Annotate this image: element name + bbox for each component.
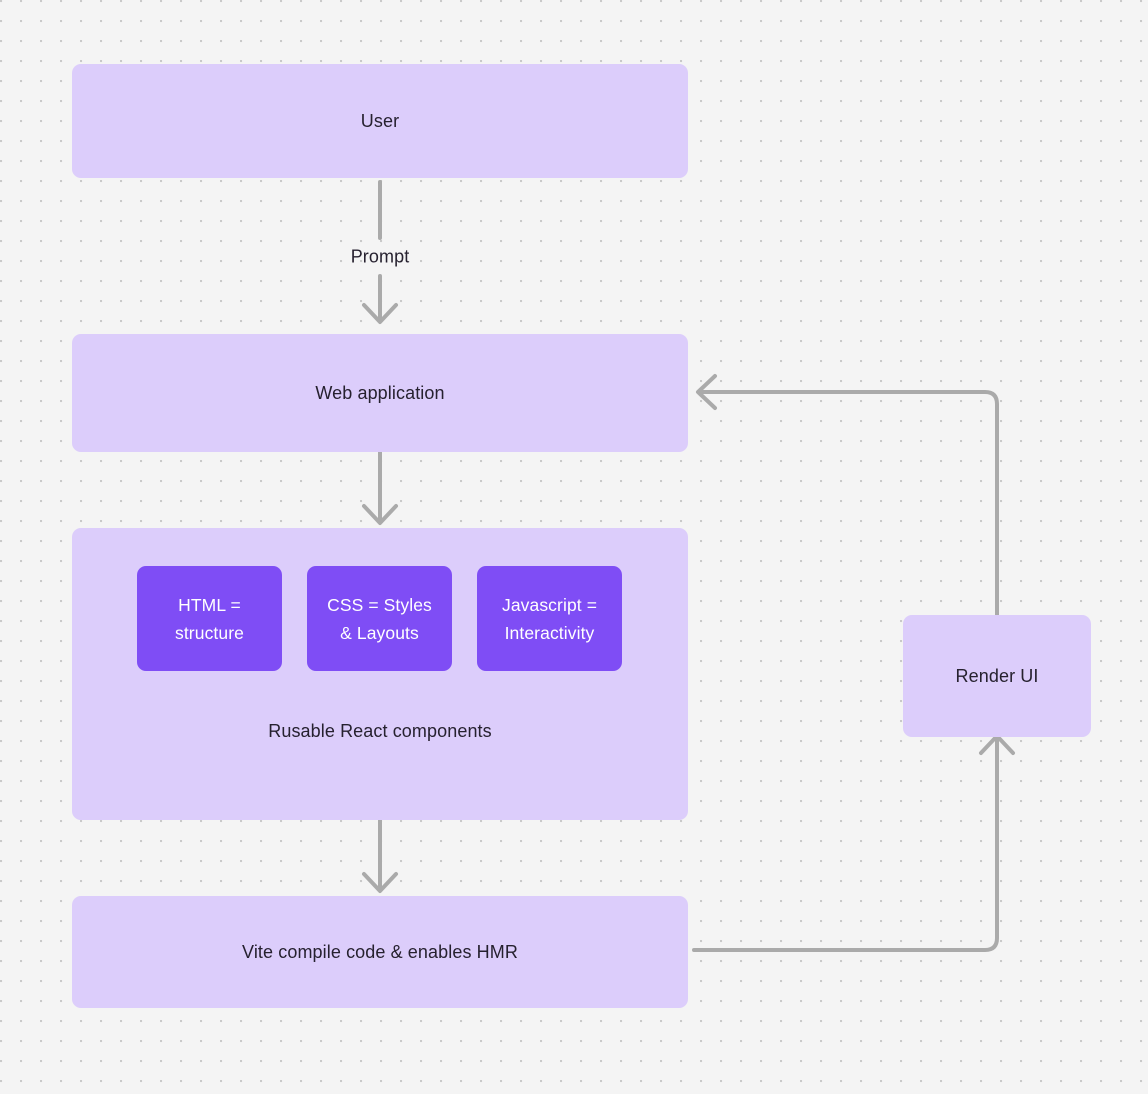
node-render-ui[interactable]: Render UI <box>903 615 1091 737</box>
chip-javascript[interactable]: Javascript = Interactivity <box>477 566 622 671</box>
node-web-application-label: Web application <box>315 382 445 403</box>
node-render-ui-label: Render UI <box>955 665 1039 686</box>
chip-css[interactable]: CSS = Styles & Layouts <box>307 566 452 671</box>
edge-vite-to-render <box>692 735 999 952</box>
node-vite[interactable]: Vite compile code & enables HMR <box>72 896 688 1008</box>
edge-label-prompt: Prompt <box>350 246 410 267</box>
node-components-group-caption: Rusable React components <box>268 721 492 741</box>
node-components-group[interactable]: HTML = structure CSS = Styles & Layouts … <box>72 528 688 820</box>
node-user[interactable]: User <box>72 64 688 178</box>
node-vite-label: Vite compile code & enables HMR <box>242 941 518 962</box>
edge-components-to-vite-arrowhead <box>362 872 398 893</box>
edge-user-to-web-arrowhead <box>362 303 398 324</box>
chip-html[interactable]: HTML = structure <box>137 566 282 671</box>
edge-render-to-web <box>698 390 999 617</box>
node-user-label: User <box>360 110 400 131</box>
edge-vite-to-render-arrowhead <box>979 734 1015 755</box>
node-web-application[interactable]: Web application <box>72 334 688 452</box>
edge-render-to-web-arrowhead <box>696 374 717 410</box>
edge-web-to-components-arrowhead <box>362 504 398 525</box>
